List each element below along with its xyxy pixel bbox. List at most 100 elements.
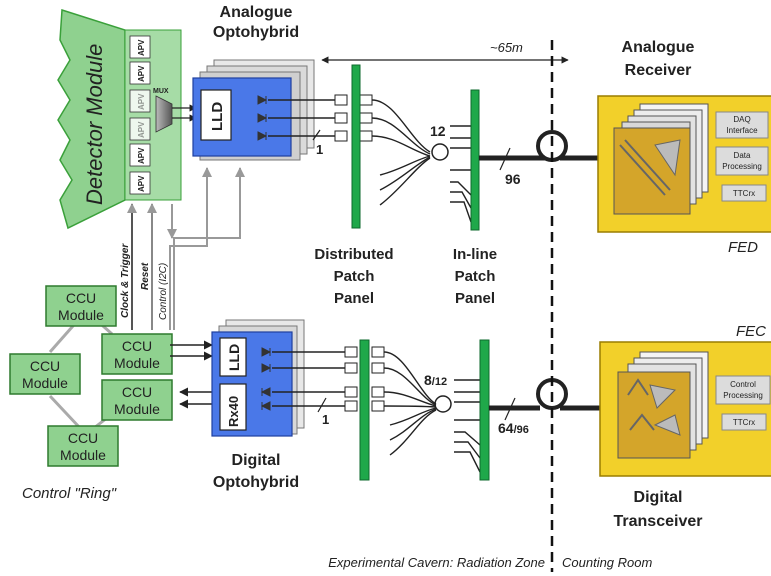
fec-ttcrx-label: TTCrx [733,418,755,427]
ccu-module-label-1: CCU [66,290,96,306]
dpp-label-2: Patch [334,268,375,285]
distributed-patch-panel-lower [359,339,370,481]
apv-chip [129,117,151,141]
detector-module-label: Detector Module [82,44,107,205]
digital-optohybrid-title-2: Optohybrid [213,474,299,491]
digital-fiber-count: 1 [322,412,329,427]
analogue-optohybrid: Analogue Optohybrid LLD 1 [192,4,335,161]
mux-shape [155,95,173,133]
apv-chip [129,35,151,59]
fiber-count-tick [312,129,321,141]
lower-fan-count: 8/12 [424,372,447,388]
apv-chip [129,171,151,195]
daq-interface-box [715,111,769,139]
control-i2c-label: Control (I2C) [158,263,169,320]
distance-label: ~65m [490,40,523,55]
ccu-module-label-2: Module [22,375,68,391]
fec-card-1 [617,371,691,459]
apv-chip [129,143,151,167]
lld-chip [200,89,232,141]
upper-fiber-loop [431,143,449,161]
apv-chip [129,61,151,85]
data-processing-label-2: Processing [722,162,762,171]
laser-diodes [257,95,268,141]
control-processing-label-1: Control [730,380,756,389]
inline-patch-panel-label: In-line Patch Panel [453,246,497,307]
mux-label: MUX [153,88,169,95]
ccu-module-label-1: CCU [68,430,98,446]
analogue-optohybrid-title-1: Analogue [220,4,293,21]
digital-optohybrid: LLD Rx40 1 Digital Optohybrid [211,319,345,491]
dpp-label-3: Panel [334,290,374,307]
fec-ttcrx-box [721,413,767,431]
ipp-label-2: Patch [455,268,496,285]
fed-label: FED [728,239,758,256]
upper-ribbon-count: 96 [505,171,521,187]
upper-connectors [334,94,373,142]
fed-receiver-array [619,139,671,196]
digital-transceiver: FEC Control Processing TTCrx Digital Tra… [599,323,771,530]
dpp-label-1: Distributed [314,246,393,263]
inline-patch-panel-upper [470,89,480,231]
distributed-patch-panel-label: Distributed Patch Panel [314,246,393,307]
ccu-module-box [45,285,117,327]
ccu-module-box [101,333,173,375]
digital-lld-chip [219,337,247,377]
ccu-ring: CCUModuleCCUModuleCCUModuleCCUModuleCCUM… [9,285,173,502]
transceiver-title-1: Digital [634,489,683,506]
ccu-module-label-2: Module [58,307,104,323]
clock-trigger-label: Clock & Trigger [120,243,131,318]
rx40-chip [219,383,247,431]
ipp-label-3: Panel [455,290,495,307]
radiation-zone-label: Experimental Cavern: Radiation Zone [328,555,545,570]
ccu-module-label-2: Module [60,447,106,463]
ccu-module-label-1: CCU [122,384,152,400]
daq-label-2: Interface [726,126,758,135]
data-processing-label-1: Data [734,151,751,160]
fec-devices [627,378,655,431]
apv-chip-label: APV [137,93,146,110]
inline-patch-panel-lower [479,339,490,481]
digital-optohybrid-title-1: Digital [232,452,281,469]
ccu-module-label-2: Module [114,355,160,371]
lower-ribbon-count: 64/96 [498,420,529,436]
counting-room-label: Counting Room [562,555,652,570]
analogue-receiver: Analogue Receiver DAQ Interface Data Pro… [597,39,771,256]
fed-ttcrx-box [721,184,767,202]
ccu-module-box [101,379,173,421]
control-processing-box [715,375,771,405]
daq-label-1: DAQ [733,115,750,124]
transceiver-title-2: Transceiver [614,513,703,530]
apv-chip-label: APV [137,121,146,138]
detector-sensor-shape [57,8,126,230]
apv-chip-label: APV [137,39,146,56]
lower-fiber-loop [434,395,452,413]
data-processing-box [715,146,769,176]
fed-prism [654,139,681,177]
lower-fan-out [383,351,481,473]
apv-chip [129,89,151,113]
fed-ttcrx-label: TTCrx [733,189,755,198]
detector-module: Detector Module [57,8,126,230]
upper-ribbon-tick [499,147,511,171]
digital-diodes [260,347,272,411]
reset-label: Reset [140,262,151,290]
apv-chip-label: APV [137,65,146,82]
lower-ribbon-tick [504,397,516,421]
upper-fan-out [371,99,472,223]
ccu-module-box [47,425,119,467]
control-ring-label: Control "Ring" [22,485,117,502]
digital-lld-label: LLD [226,344,242,371]
receiver-title-1: Analogue [622,39,695,56]
receiver-title-2: Receiver [625,62,692,79]
ipp-label-1: In-line [453,246,497,263]
ccu-module-box [9,353,81,395]
analogue-fiber-count: 1 [316,142,323,157]
ccu-module-label-2: Module [114,401,160,417]
ccu-to-digital-arrows [170,340,213,409]
ccu-module-label-1: CCU [122,338,152,354]
rx40-label: Rx40 [226,396,241,427]
lld-label: LLD [209,102,226,131]
